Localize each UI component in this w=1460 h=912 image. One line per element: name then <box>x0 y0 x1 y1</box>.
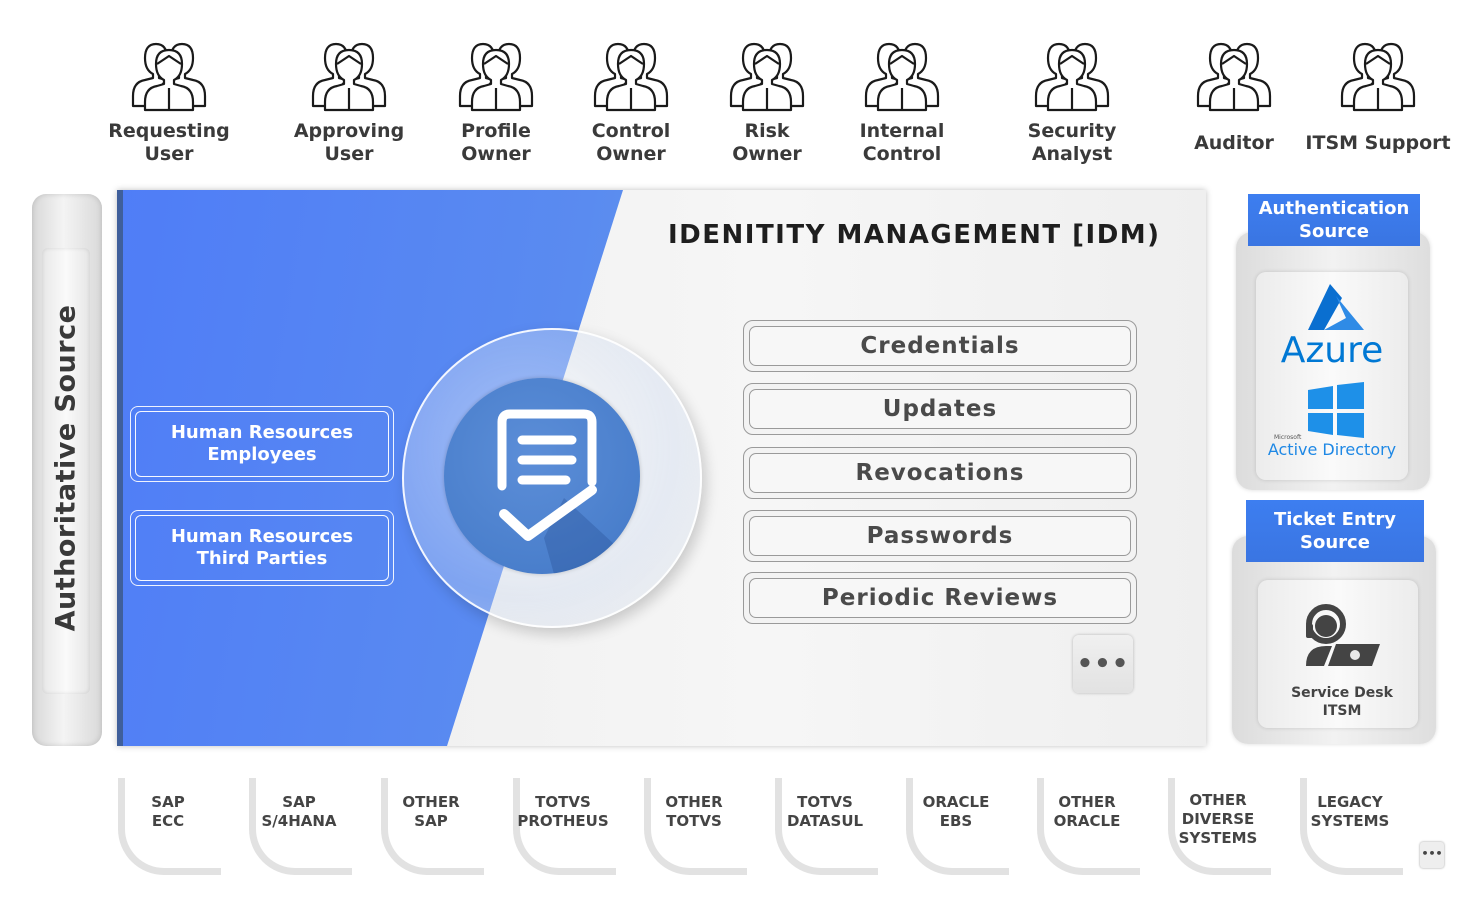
authentication-source-title: Authentication Source <box>1248 194 1420 246</box>
hr-employees-box: Human Resources Employees <box>130 406 394 482</box>
role-label: ITSM Support <box>1305 132 1451 154</box>
role-label: Requesting User <box>108 120 230 165</box>
role-label: Internal Control <box>859 120 945 165</box>
authoritative-source-label: Authoritative Source <box>50 304 82 632</box>
idm-title: IDENITITY MANAGEMENT [IDM) <box>668 220 1161 250</box>
active-directory-label: Active Directory <box>1267 440 1397 459</box>
role-label: Control Owner <box>591 120 671 165</box>
system-label: TOTVS DATASUL <box>786 793 864 830</box>
user-group-icon <box>864 42 940 112</box>
authoritative-source-inset <box>42 248 90 694</box>
user-group-icon <box>311 42 387 112</box>
azure-logo-icon <box>1308 284 1364 330</box>
system-bracket <box>1037 778 1140 875</box>
user-group-icon <box>729 42 805 112</box>
process-updates: Updates <box>743 383 1137 435</box>
role-label: Profile Owner <box>461 120 531 165</box>
user-group-icon <box>1196 42 1272 112</box>
role-1: Approving User <box>274 36 424 166</box>
system-bracket <box>1168 778 1271 875</box>
wedge-edge <box>117 190 123 746</box>
service-desk-panel: Service Desk ITSM <box>1258 580 1418 728</box>
system-label: OTHER ORACLE <box>1053 793 1121 830</box>
role-8: ITSM Support <box>1303 36 1453 155</box>
process-label: Revocations <box>749 453 1131 493</box>
system-bracket <box>513 778 616 875</box>
role-5: Internal Control <box>827 36 977 166</box>
role-label: Security Analyst <box>1027 120 1117 165</box>
windows-logo-icon <box>1308 382 1364 438</box>
system-bracket <box>775 778 878 875</box>
process-revocations: Revocations <box>743 447 1137 499</box>
document-check-icon <box>497 409 640 574</box>
service-desk-agent-icon <box>1306 604 1380 666</box>
process-periodic-reviews: Periodic Reviews <box>743 572 1137 624</box>
system-label: OTHER SAP <box>402 793 460 830</box>
user-group-icon <box>458 42 534 112</box>
user-group-icon <box>131 42 207 112</box>
process-label: Periodic Reviews <box>749 578 1131 618</box>
system-bracket <box>1300 778 1403 875</box>
hr-third-parties-label: Human Resources Third Parties <box>135 515 389 581</box>
system-label: TOTVS PROTHEUS <box>517 793 609 830</box>
system-label: SAP S/4HANA <box>261 793 337 830</box>
system-label: ORACLE EBS <box>922 793 990 830</box>
user-group-icon <box>1340 42 1416 112</box>
role-3: Control Owner <box>556 36 706 166</box>
role-label: Approving User <box>293 120 405 165</box>
system-label: SAP ECC <box>151 793 185 830</box>
more-processes-icon[interactable]: ••• <box>1073 635 1133 693</box>
system-bracket <box>249 778 352 875</box>
system-bracket <box>118 778 221 875</box>
more-systems-icon[interactable]: ••• <box>1420 842 1444 868</box>
user-group-icon <box>1034 42 1110 112</box>
hr-employees-label: Human Resources Employees <box>135 411 389 477</box>
role-label: Auditor <box>1194 132 1274 154</box>
user-group-icon <box>593 42 669 112</box>
hr-third-parties-box: Human Resources Third Parties <box>130 510 394 586</box>
system-bracket <box>381 778 484 875</box>
role-label: Risk Owner <box>732 120 802 165</box>
microsoft-small-label: Microsoft <box>1274 434 1302 441</box>
system-label: OTHER TOTVS <box>665 793 723 830</box>
service-desk-label: Service Desk ITSM <box>1291 685 1393 719</box>
system-bracket <box>644 778 747 875</box>
system-label: OTHER DIVERSE SYSTEMS <box>1178 791 1258 847</box>
idm-emblem <box>444 378 640 574</box>
azure-label: Azure <box>1280 330 1384 371</box>
process-label: Credentials <box>749 326 1131 366</box>
role-0: Requesting User <box>94 36 244 166</box>
system-bracket <box>906 778 1009 875</box>
process-label: Updates <box>749 389 1131 429</box>
authentication-logos: Azure Microsoft Active Directory <box>1256 272 1408 480</box>
ticket-source-title: Ticket Entry Source <box>1246 500 1424 562</box>
process-credentials: Credentials <box>743 320 1137 372</box>
role-6: Security Analyst <box>997 36 1147 166</box>
process-passwords: Passwords <box>743 510 1137 562</box>
role-4: Risk Owner <box>692 36 842 166</box>
process-label: Passwords <box>749 516 1131 556</box>
system-label: LEGACY SYSTEMS <box>1310 793 1390 830</box>
role-2: Profile Owner <box>421 36 571 166</box>
role-7: Auditor <box>1159 36 1309 155</box>
